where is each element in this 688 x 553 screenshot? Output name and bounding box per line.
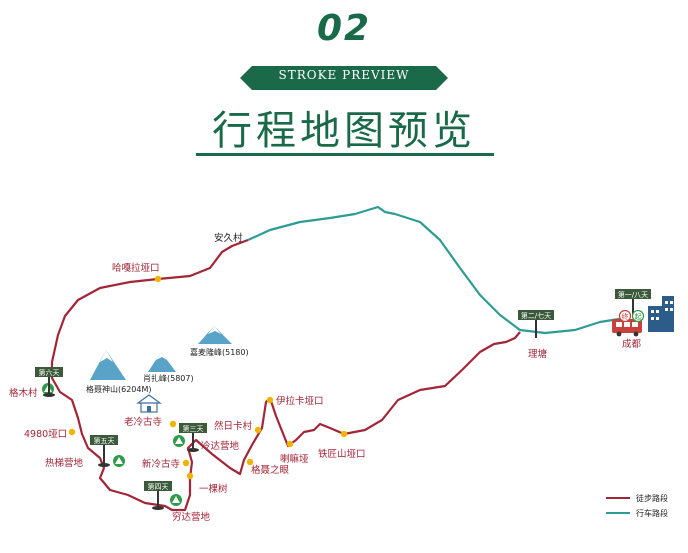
waypoint-yikeshu (186, 472, 194, 480)
subtitle-ribbon (240, 66, 448, 90)
day-sign-3: 第三天 (179, 423, 207, 452)
waypoint-dots (68, 275, 348, 480)
label-rankazha: 然日卡村 (214, 420, 253, 432)
temple-icon (136, 394, 162, 413)
waypoint-tiejiangshan (340, 430, 348, 438)
driving-route (247, 205, 626, 335)
label-peak-jiamiao: 嘉麦隆峰(5180) (190, 347, 249, 357)
label-anjiu: 安久村 (214, 232, 243, 244)
label-hamula: 哈嘎拉垭口 (112, 262, 160, 274)
waypoint-4980 (68, 428, 76, 436)
title-underline (196, 153, 494, 156)
label-yikeshu: 一棵树 (199, 483, 228, 495)
waypoint-laolenggusi (169, 420, 177, 428)
svg-text:第一/八天: 第一/八天 (618, 290, 648, 299)
camp-icon (173, 435, 185, 447)
camp-icon (113, 455, 125, 467)
end-badge: 终 (618, 309, 632, 323)
svg-text:终: 终 (622, 312, 629, 321)
label-qiongdayingdi: 穷达营地 (172, 511, 211, 523)
label-laolenggusi: 老冷古寺 (124, 416, 163, 428)
day-sign-4: 第四天 (144, 481, 172, 510)
label-xinlenggusi: 新冷古寺 (142, 458, 181, 470)
label-yilaka: 伊拉卡垭口 (276, 395, 324, 407)
svg-text:第五天: 第五天 (94, 436, 115, 445)
hiking-route (50, 238, 521, 512)
label-peak-genie: 格聂神山(6204M) (86, 384, 152, 394)
bus-icon (612, 319, 642, 337)
map-legend: 徒步路段 行车路段 (606, 493, 668, 518)
svg-text:第四天: 第四天 (148, 482, 169, 491)
svg-text:第二/七天: 第二/七天 (521, 311, 551, 320)
city-buildings-icon (648, 296, 674, 332)
mountain-genie-icon (90, 350, 126, 380)
svg-text:第三天: 第三天 (183, 424, 204, 433)
camp-icon (170, 494, 182, 506)
waypoint-yilaka (266, 396, 274, 404)
label-litang: 理塘 (528, 348, 548, 360)
section-number: 02 (316, 8, 372, 49)
label-tiejiangshan: 铁匠山垭口 (318, 448, 366, 460)
start-badge: 起 (631, 309, 645, 323)
legend-driving-label: 行车路段 (636, 508, 668, 518)
waypoint-lababa (286, 440, 294, 448)
svg-text:起: 起 (635, 313, 642, 321)
day-sign-5: 第五天 (90, 435, 118, 467)
waypoint-xinlenggusi (182, 459, 190, 467)
day-sign-6: 第六天 (35, 367, 63, 397)
label-geniezhiyan: 格聂之眼 (251, 464, 290, 476)
section-subtitle: STROKE PREVIEW (278, 68, 410, 82)
day-sign-2-7: 第二/七天 (518, 310, 554, 338)
legend-hiking-label: 徒步路段 (636, 493, 668, 503)
waypoint-rankazha (254, 426, 262, 434)
waypoint-geniezhiyan (246, 458, 254, 466)
waypoint-hamula (154, 275, 162, 283)
label-peak-xiaozha: 肖扎峰(5807) (143, 373, 194, 383)
label-lababa: 喇嘛垭 (280, 453, 309, 465)
mountain-xiaozha-icon (148, 352, 176, 372)
label-lengdayingdi: 冷达营地 (201, 440, 240, 452)
label-gemu: 格木村 (9, 387, 38, 399)
label-4980: 4980垭口 (24, 428, 67, 440)
page-title: 行程地图预览 (212, 108, 476, 154)
svg-text:第六天: 第六天 (39, 368, 60, 377)
mountain-jiamiao-icon (198, 326, 232, 344)
label-chengdu: 成都 (622, 338, 642, 350)
label-retiyingdi: 热梯营地 (45, 457, 84, 469)
